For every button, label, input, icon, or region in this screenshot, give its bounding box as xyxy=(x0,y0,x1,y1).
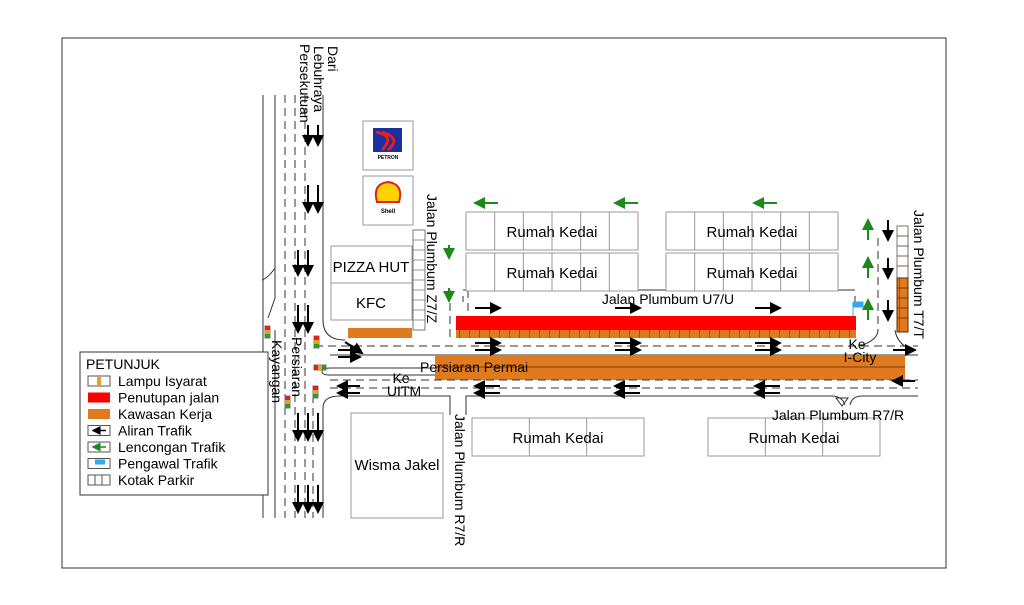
work-zone-parking-strip xyxy=(456,330,856,338)
shophouse-block: Rumah Kedai xyxy=(465,211,639,251)
traffic-light-icon xyxy=(87,375,111,387)
persiaran-kayangan-label: Kayangan xyxy=(269,340,285,403)
svg-text:Shell: Shell xyxy=(381,209,396,215)
kfc-label: KFC xyxy=(356,295,386,312)
legend-item: Lencongan Trafik xyxy=(87,439,226,455)
shophouse-label: Rumah Kedai xyxy=(507,265,598,282)
legend-label: Lencongan Trafik xyxy=(118,439,226,455)
road-closure-zone xyxy=(456,316,856,330)
petron-station: PETRON xyxy=(362,120,414,171)
to-icity-label: Ke xyxy=(848,336,865,352)
traffic-light-icon xyxy=(312,385,319,399)
traffic-light-icon xyxy=(313,335,320,349)
legend-label: Lampu Isyarat xyxy=(118,373,207,389)
kfc-building xyxy=(330,282,413,321)
svg-text:PETRON: PETRON xyxy=(378,155,399,161)
jalan-plumbum-u7u-label: Jalan Plumbum U7/U xyxy=(602,291,734,307)
from-highway-label: Persekutuan xyxy=(297,44,313,123)
persiaran-kayangan-label: Persiaran xyxy=(289,337,305,397)
shophouse-label: Rumah Kedai xyxy=(749,430,840,447)
jalan-plumbum-z7z-label: Jalan Plumbum Z7/Z xyxy=(424,194,440,324)
legend-label: Kawasan Kerja xyxy=(118,406,212,422)
work-zone-swatch xyxy=(88,409,110,419)
detour-arrow-icon xyxy=(87,441,111,453)
wisma-jakel-building xyxy=(350,412,444,519)
to-uitm-label: UITM xyxy=(387,383,421,399)
parking-bays-t7t xyxy=(896,225,909,279)
traffic-lights xyxy=(264,325,327,409)
pizza-hut-building xyxy=(330,245,413,284)
traffic-light-icon xyxy=(313,364,327,371)
traffic-marshal-flag-icon xyxy=(87,458,111,469)
legend-label: Kotak Parkir xyxy=(118,472,195,488)
legend-title: PETUNJUK xyxy=(86,356,161,372)
legend-item: Penutupan jalan xyxy=(88,390,219,406)
shophouse-label: Rumah Kedai xyxy=(707,224,798,241)
shophouse-block: Rumah Kedai xyxy=(471,417,645,457)
work-zone-kfc xyxy=(348,328,412,338)
from-highway-label: Dari xyxy=(325,46,341,72)
legend-label: Aliran Trafik xyxy=(118,423,193,439)
shophouse-block: Rumah Kedai xyxy=(707,417,881,457)
traffic-flow-arrow-icon xyxy=(344,341,364,355)
work-zone-t7t xyxy=(896,277,909,333)
jalan-plumbum-t7t-label: Jalan Plumbum T7/T xyxy=(911,210,927,339)
shell-logo xyxy=(374,180,402,203)
parking-bay-icon xyxy=(87,474,111,486)
traffic-light-icon xyxy=(284,395,291,409)
to-uitm-label: Ke xyxy=(392,370,409,386)
legend-item: Kawasan Kerja xyxy=(88,406,212,422)
persiaran-permai-label: Persiaran Permai xyxy=(420,359,528,375)
jalan-plumbum-r7r-label: Jalan Plumbum R7/R xyxy=(772,407,904,423)
to-icity-label: I-City xyxy=(844,349,877,365)
work-zone-median xyxy=(435,355,905,380)
jalan-plumbum-r7r-label: Jalan Plumbum R7/R xyxy=(452,414,468,546)
shophouse-block: Rumah Kedai xyxy=(665,252,839,292)
legend-label: Penutupan jalan xyxy=(118,390,219,406)
shell-station: Shell xyxy=(362,175,414,226)
legend-item: Pengawal Trafik xyxy=(87,456,219,472)
shophouse-label: Rumah Kedai xyxy=(707,265,798,282)
wisma-jakel-label: Wisma Jakel xyxy=(354,457,439,474)
legend-label: Pengawal Trafik xyxy=(118,456,219,472)
legend-item: Kotak Parkir xyxy=(87,472,195,488)
traffic-arrows xyxy=(292,125,917,514)
traffic-flow-arrow-icon xyxy=(87,425,111,436)
legend-item: Aliran Trafik xyxy=(87,423,193,439)
traffic-light-icon xyxy=(264,325,271,339)
shophouse-label: Rumah Kedai xyxy=(507,224,598,241)
shophouse-block: Rumah Kedai xyxy=(465,252,639,292)
shophouse-block: Rumah Kedai xyxy=(665,211,839,251)
shophouse-label: Rumah Kedai xyxy=(513,430,604,447)
legend-item: Lampu Isyarat xyxy=(87,373,207,389)
pizza-hut-label: PIZZA HUT xyxy=(333,259,410,276)
road-closure-swatch xyxy=(88,392,110,403)
from-highway-label: Lebuhraya xyxy=(311,46,327,112)
